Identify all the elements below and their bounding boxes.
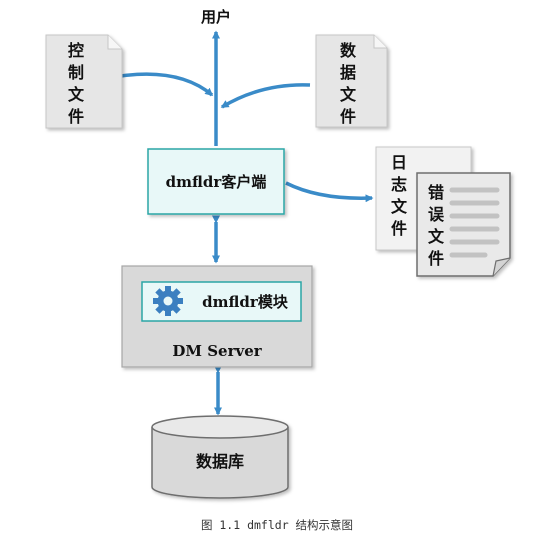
data-file-char: 文 [340, 85, 357, 104]
figure-caption: 图 1.1 dmfldr 结构示意图 [201, 518, 353, 532]
control-file-doc [45, 34, 123, 129]
log-file-char: 志 [391, 175, 407, 194]
error-file-char: 错 [428, 183, 444, 202]
control-file-char: 文 [68, 85, 85, 104]
control-file-char: 件 [68, 107, 84, 126]
log-file-char: 件 [391, 219, 407, 238]
error-file-char: 误 [428, 205, 445, 224]
user-label: 用户 [201, 8, 231, 26]
database-label: 数据库 [196, 452, 244, 471]
module-label: dmfldr模块 [202, 293, 289, 311]
control-file-char: 控 [68, 41, 84, 60]
error-file-char: 件 [428, 249, 444, 268]
error-file-lines [449, 187, 500, 258]
error-file-char: 文 [428, 227, 445, 246]
arrow-data-file-to-client [220, 83, 311, 109]
data-file-char: 件 [340, 107, 356, 126]
error-file-doc [416, 172, 511, 277]
data-file-char: 据 [340, 63, 356, 82]
server-label: DM Server [172, 342, 262, 360]
gear-icon [153, 286, 183, 316]
arrow-control-file-to-client [120, 72, 214, 97]
log-file-char: 文 [391, 197, 408, 216]
control-file-char: 制 [68, 63, 84, 82]
arrow-client-to-log-file [285, 181, 374, 203]
database-cylinder [151, 415, 289, 499]
data-file-char: 数 [340, 41, 357, 60]
client-label: dmfldr客户端 [166, 173, 267, 191]
arrows [120, 30, 374, 416]
log-file-char: 日 [391, 153, 407, 172]
data-file-doc [315, 34, 388, 128]
client-box [147, 148, 285, 215]
